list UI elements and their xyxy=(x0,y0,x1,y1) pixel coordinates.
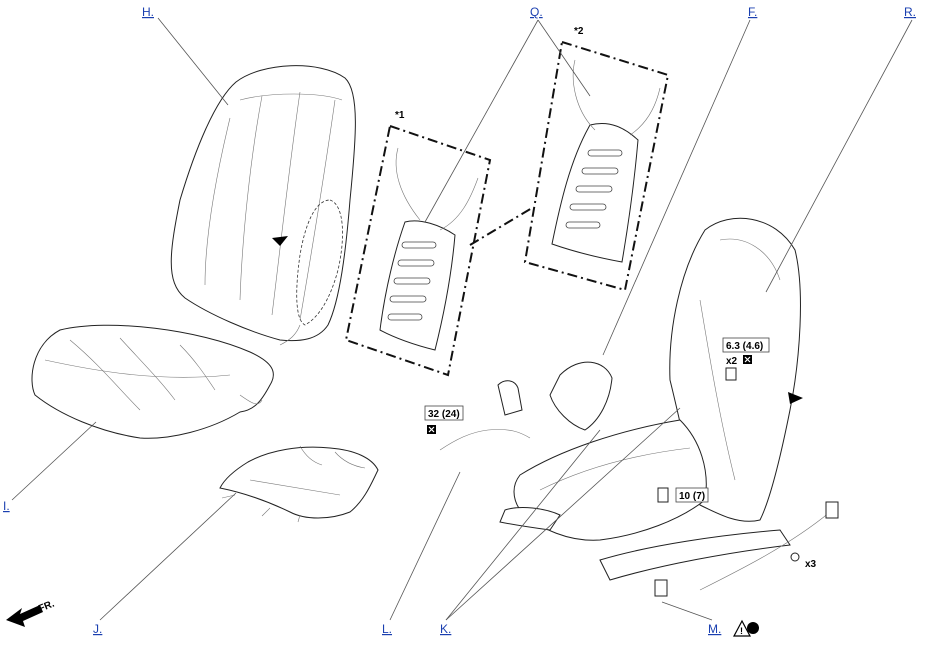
torque-label-3: 10 (7) xyxy=(675,487,709,503)
seatback-cover xyxy=(170,65,356,346)
x-box-icon xyxy=(427,425,436,434)
seat-frame-assembly xyxy=(439,217,839,597)
black-circle-icon xyxy=(747,622,759,634)
torque-label-2: 32 (24) xyxy=(424,405,464,421)
front-arrow-icon xyxy=(6,605,43,627)
svg-text:!: ! xyxy=(740,626,743,636)
note-star-2: *2 xyxy=(574,26,584,37)
svg-text:32 (24): 32 (24) xyxy=(428,409,460,420)
callout-r[interactable]: R. xyxy=(904,5,916,19)
seat-cushion-cover xyxy=(31,324,274,439)
torque-label-1: 6.3 (4.6) xyxy=(722,337,770,353)
cushion-pan xyxy=(219,445,379,523)
callout-l[interactable]: L. xyxy=(382,622,392,636)
box-link-line xyxy=(469,207,533,246)
seatback-spring-box-2 xyxy=(523,40,670,292)
svg-text:10 (7): 10 (7) xyxy=(679,491,705,502)
callout-h[interactable]: H. xyxy=(142,5,154,19)
x-box-icon xyxy=(743,355,752,364)
leader-lines xyxy=(11,17,913,621)
note-star-1: *1 xyxy=(395,110,405,121)
qty-x2: x2 xyxy=(726,356,738,367)
callout-q[interactable]: Q. xyxy=(530,5,543,19)
seatback-spring-box-1 xyxy=(344,124,492,377)
qty-x3: x3 xyxy=(805,559,817,570)
warning-triangle-icon: ! xyxy=(733,619,751,637)
callout-i[interactable]: I. xyxy=(3,499,10,513)
front-label: FR. xyxy=(37,598,56,614)
svg-text:6.3 (4.6): 6.3 (4.6) xyxy=(726,341,763,352)
callout-j[interactable]: J. xyxy=(93,622,102,636)
callout-k[interactable]: K. xyxy=(440,622,451,636)
callout-m[interactable]: M. xyxy=(708,622,721,636)
callout-f[interactable]: F. xyxy=(748,5,757,19)
